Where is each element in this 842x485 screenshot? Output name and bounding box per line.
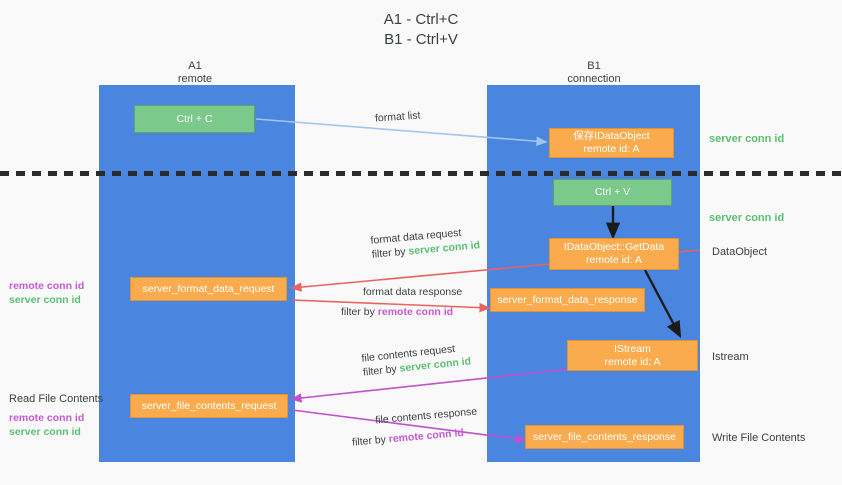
box-ctrl-c-label: Ctrl + C [176, 112, 213, 125]
arrow-label-file-contents-response-line1: file contents response [374, 405, 478, 427]
filter-prefix: filter by [362, 362, 401, 379]
page-title: A1 - Ctrl+C B1 - Ctrl+V [0, 10, 842, 50]
label-dataobject-text: DataObject [712, 246, 768, 258]
label-remote-conn-id-2: remote conn id [9, 412, 85, 424]
label-server-conn-id-top-text: server conn id [709, 133, 785, 145]
arrow-label-format-data-response-filter: filter by remote conn id [341, 305, 462, 319]
box-idataobject-line1: 保存IDataObject [573, 130, 650, 142]
arrow-label-file-contents-response: file contents response filter by remote … [352, 405, 480, 449]
arrow-label-format-list: format list [375, 108, 421, 125]
column-header-b1: B1 connection [494, 60, 694, 86]
box-server-format-data-response[interactable]: server_format_data_response [490, 288, 645, 312]
box-ctrl-v[interactable]: Ctrl + V [553, 179, 672, 206]
box-server-format-data-response-label: server_format_data_response [497, 293, 638, 306]
filter-prefix: filter by [341, 306, 378, 318]
arrow-label-format-list-text: format list [374, 109, 421, 125]
box-ctrl-c[interactable]: Ctrl + C [134, 105, 255, 133]
box-istream-line2: remote id: A [604, 355, 661, 368]
label-conn-pair-format: remote conn id server conn id [9, 279, 84, 307]
column-b1-role: connection [567, 73, 621, 85]
label-server-conn-id-2: server conn id [9, 426, 81, 438]
column-a1-role: remote [177, 73, 213, 85]
label-server-conn-id-top: server conn id [709, 132, 784, 146]
filter-prefix: filter by [351, 433, 390, 449]
box-getdata-line1: IDataObject::GetData [563, 241, 665, 253]
arrow-label-file-contents-response-filter: filter by remote conn id [352, 425, 480, 450]
arrow-label-file-contents-request: file contents request filter by server c… [361, 340, 472, 379]
box-idataobject[interactable]: 保存IDataObject remote id: A [549, 128, 674, 158]
arrow-label-format-data-response-line1: format data response [363, 286, 463, 298]
box-getdata-line2: remote id: A [585, 254, 643, 266]
column-header-a1: A1 remote [95, 60, 295, 86]
label-write-file-contents: Write File Contents [712, 431, 805, 445]
label-write-file-contents-text: Write File Contents [712, 432, 806, 444]
box-server-file-contents-request[interactable]: server_file_contents_request [130, 394, 288, 418]
label-server-conn-id-mid: server conn id [709, 211, 784, 225]
filter-value-remote-conn-id: remote conn id [388, 426, 465, 446]
filter-value-remote-conn-id: remote conn id [377, 306, 454, 318]
label-remote-conn-id-1: remote conn id [9, 280, 85, 292]
label-istream: Istream [712, 350, 749, 364]
column-b1-name: B1 [587, 60, 601, 72]
label-read-file-contents: Read File Contents [9, 392, 103, 406]
box-server-file-contents-request-label: server_file_contents_request [141, 399, 277, 412]
box-server-format-data-request-label: server_format_data_request [142, 282, 275, 295]
box-istream-line1: IStream [614, 342, 651, 355]
arrow-label-format-data-response: format data response filter by remote co… [341, 285, 463, 319]
label-server-conn-id-mid-text: server conn id [709, 212, 785, 224]
box-istream[interactable]: IStream remote id: A [567, 340, 698, 371]
label-read-file-contents-text: Read File Contents [9, 393, 104, 405]
arrow-label-format-data-request: format data request filter by server con… [370, 224, 481, 261]
filter-prefix: filter by [371, 245, 409, 261]
column-a1-name: A1 [188, 60, 202, 72]
label-dataobject: DataObject [712, 245, 767, 259]
box-getdata[interactable]: IDataObject::GetData remote id: A [549, 238, 679, 270]
phase-divider [0, 171, 842, 176]
box-server-format-data-request[interactable]: server_format_data_request [130, 277, 287, 301]
label-server-conn-id-1: server conn id [9, 294, 81, 306]
box-idataobject-line2: remote id: A [583, 143, 640, 155]
box-ctrl-v-label: Ctrl + V [594, 186, 631, 198]
box-server-file-contents-response[interactable]: server_file_contents_response [525, 425, 684, 449]
title-line-1: A1 - Ctrl+C [383, 11, 459, 28]
label-istream-text: Istream [712, 351, 749, 363]
label-conn-pair-file: remote conn id server conn id [9, 411, 84, 439]
box-server-file-contents-response-label: server_file_contents_response [532, 430, 676, 443]
title-line-2: B1 - Ctrl+V [384, 31, 458, 48]
